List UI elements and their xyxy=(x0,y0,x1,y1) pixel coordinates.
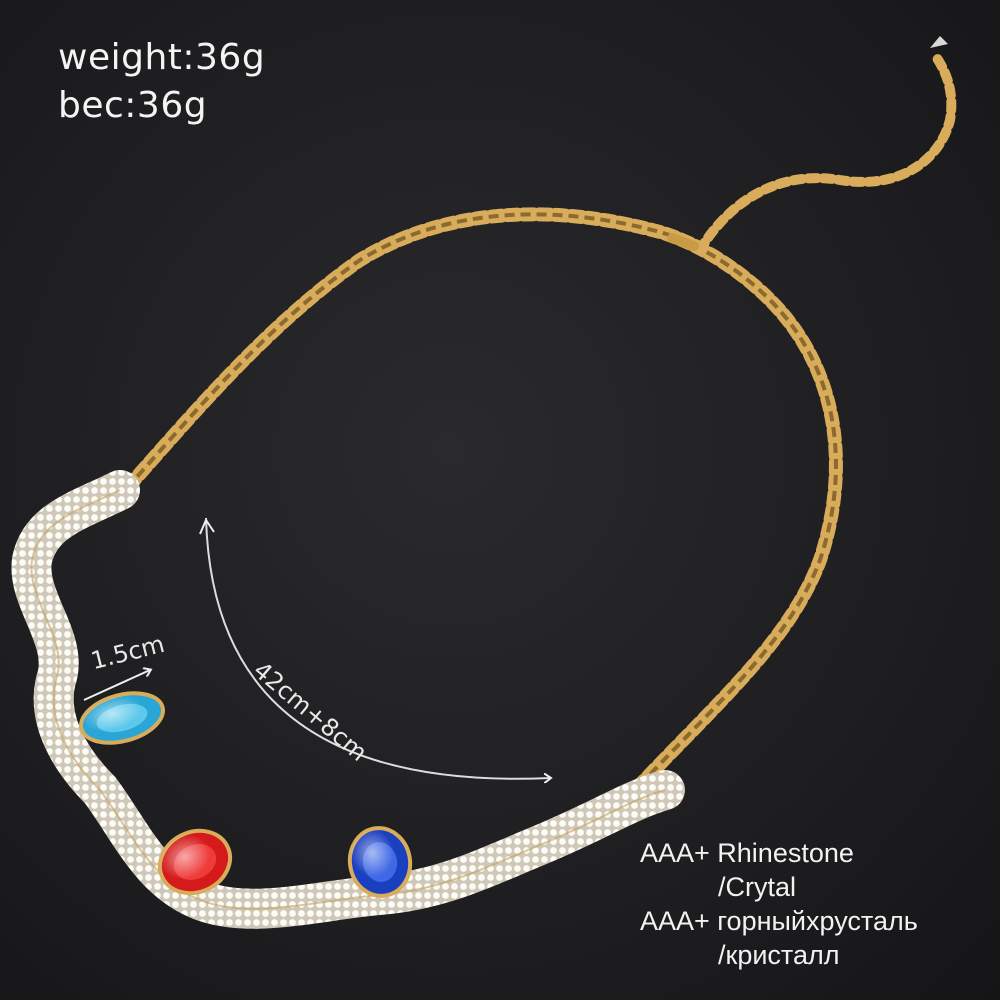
material-line-2: /Crytal xyxy=(718,872,797,902)
extension-chain xyxy=(695,50,957,255)
material-line-4: /кристалл xyxy=(718,940,840,970)
material-line-1: AAA+ Rhinestone xyxy=(640,838,854,868)
weight-label: weight:36g xyxy=(58,37,266,78)
gold-chain xyxy=(111,207,843,792)
length-arrow xyxy=(205,517,550,779)
weight-label-ru: bec:36g xyxy=(58,85,208,126)
ruby-gem xyxy=(157,828,233,896)
width-arrow xyxy=(83,670,150,701)
material-line-3: AAA+ горныйхрусталь xyxy=(640,906,918,936)
aquamarine-gem xyxy=(78,691,166,745)
sapphire-gem xyxy=(347,826,413,898)
end-charm xyxy=(930,36,948,48)
clasp xyxy=(667,233,699,251)
